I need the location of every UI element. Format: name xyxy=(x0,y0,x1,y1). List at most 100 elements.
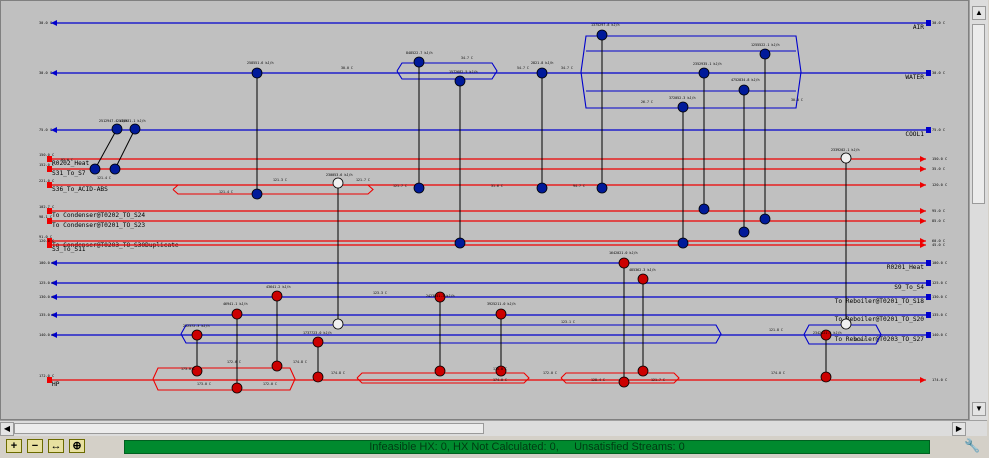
stream-temp-left-s31: 152.0 C xyxy=(39,163,54,167)
hx-node-hx19-0[interactable] xyxy=(820,329,832,341)
temp-label-28: 172.0 C xyxy=(263,382,277,386)
hx-node-hx04-0[interactable] xyxy=(413,56,425,68)
hx-node-hx21-0[interactable] xyxy=(231,308,243,320)
stream-temp-right-cond3: 60.0 C xyxy=(932,239,945,243)
hx-link-hx02 xyxy=(114,128,136,170)
hx-node-hx15-0[interactable] xyxy=(271,290,283,302)
split-hp-3 xyxy=(560,372,680,384)
hx-node-hx03-0[interactable] xyxy=(251,67,263,79)
horizontal-scrollbar[interactable]: ◀ ▶ xyxy=(0,420,987,437)
hx-node-hx06-1[interactable] xyxy=(536,182,548,194)
temp-label-16: 173.0 C xyxy=(181,367,195,371)
hx-node-hx14-1[interactable] xyxy=(637,365,649,377)
hx-node-hx08-0[interactable] xyxy=(759,48,771,60)
hx-node-hx12-1[interactable] xyxy=(840,318,852,330)
hx-node-hx18-0[interactable] xyxy=(312,336,324,348)
stream-arrow-air xyxy=(51,20,57,26)
hx-node-hx02-0[interactable] xyxy=(109,163,121,175)
stream-label-air: AIR xyxy=(913,24,924,31)
stream-label-cond2: To Condenser@T0201_TO_S23 xyxy=(52,222,145,229)
horizontal-scroll-thumb[interactable] xyxy=(14,423,484,434)
stream-temp-left-s36: 221.0 C xyxy=(39,179,54,183)
stream-temp-left-r0202: 150.0 C xyxy=(39,153,54,157)
temp-label-8: 30.0 C xyxy=(341,66,353,70)
hx-node-hx17-1[interactable] xyxy=(495,365,507,377)
split-hp-1 xyxy=(152,367,296,391)
zoom-in-button[interactable]: + xyxy=(6,439,22,453)
scroll-right-arrow-icon[interactable]: ▶ xyxy=(952,422,966,436)
scroll-down-arrow-icon[interactable]: ▼ xyxy=(972,402,986,416)
hx-node-hx05-0[interactable] xyxy=(454,75,466,87)
hx-node-hx14-0[interactable] xyxy=(637,273,649,285)
stream-arrow-s3 xyxy=(920,242,926,248)
hx-node-hx11-0[interactable] xyxy=(677,101,689,113)
stream-arrow-s31 xyxy=(920,166,926,172)
stream-arrow-cool xyxy=(51,127,57,133)
hx-node-hx11-1[interactable] xyxy=(677,237,689,249)
hx-node-hx20-0[interactable] xyxy=(191,329,203,341)
zoom-out-button[interactable]: − xyxy=(27,439,43,453)
hx-node-hx17-0[interactable] xyxy=(495,308,507,320)
temp-label-4: 121.7 C xyxy=(356,178,370,182)
hx-node-hx22-0[interactable] xyxy=(332,177,344,189)
stream-temp-left-cond3: 91.0 C xyxy=(39,235,52,239)
temp-label-25: 121.8 C xyxy=(769,328,783,332)
hx-node-hx02-1[interactable] xyxy=(129,123,141,135)
vertical-scroll-thumb[interactable] xyxy=(972,24,985,204)
stream-temp-left-cond2: 98.1 C xyxy=(39,215,52,219)
stream-temp-right-cond1: 95.0 C xyxy=(932,209,945,213)
hx-duty-hx13: 1642021.0 kJ/h xyxy=(609,251,638,255)
hx-node-hx16-1[interactable] xyxy=(434,365,446,377)
hx-node-hx04-1[interactable] xyxy=(413,182,425,194)
stream-label-s36: S36_To_ACID-ABS xyxy=(52,186,108,193)
stream-end-air xyxy=(926,20,931,26)
reset-view-button[interactable]: ⊕ xyxy=(69,439,85,453)
hx-node-hx10-1[interactable] xyxy=(738,226,750,238)
hx-node-hx15-1[interactable] xyxy=(271,360,283,372)
stream-temp-left-reb3: 140.0 C xyxy=(39,333,54,337)
hx-node-hx22-1[interactable] xyxy=(332,318,344,330)
hx-node-hx20-1[interactable] xyxy=(191,365,203,377)
hx-node-hx18-1[interactable] xyxy=(312,371,324,383)
stream-temp-right-s9: 125.0 C xyxy=(932,281,947,285)
hx-node-hx13-0[interactable] xyxy=(618,257,630,269)
stream-end-s3 xyxy=(47,242,52,248)
wrench-icon[interactable]: 🔧 xyxy=(964,438,981,453)
temp-label-12: 26.7 C xyxy=(641,100,653,104)
hx-node-hx19-1[interactable] xyxy=(820,371,832,383)
stream-label-s31: S31_To_S7 xyxy=(52,170,86,177)
hx-node-hx09-0[interactable] xyxy=(698,67,710,79)
scroll-up-arrow-icon[interactable]: ▲ xyxy=(972,6,986,20)
stream-temp-left-reb2: 135.0 C xyxy=(39,313,54,317)
hx-node-hx12-0[interactable] xyxy=(840,152,852,164)
hx-node-hx06-0[interactable] xyxy=(536,67,548,79)
hx-duty-hx15: 43641.2 kJ/h xyxy=(266,285,291,289)
hx-node-hx07-1[interactable] xyxy=(596,182,608,194)
stream-temp-left-water: 30.0 C xyxy=(39,71,52,75)
scroll-left-arrow-icon[interactable]: ◀ xyxy=(0,422,14,436)
hx-node-hx07-0[interactable] xyxy=(596,29,608,41)
hx-duty-hx17: 3925211.0 kJ/h xyxy=(487,302,516,306)
split-hp-2 xyxy=(356,372,530,384)
hx-node-hx10-0[interactable] xyxy=(738,84,750,96)
fit-width-button[interactable]: ↔ xyxy=(48,439,64,453)
hx-node-hx13-1[interactable] xyxy=(618,376,630,388)
hx-node-hx21-1[interactable] xyxy=(231,382,243,394)
hx-node-hx08-1[interactable] xyxy=(759,213,771,225)
hx-node-hx16-0[interactable] xyxy=(434,291,446,303)
hx-node-hx09-1[interactable] xyxy=(698,203,710,215)
hx-node-hx05-1[interactable] xyxy=(454,237,466,249)
hx-duty-hx16: 2423841.3 kJ/h xyxy=(426,294,455,298)
hx-node-hx01-0[interactable] xyxy=(89,163,101,175)
hx-node-hx03-1[interactable] xyxy=(251,188,263,200)
stream-end-r0201 xyxy=(926,260,931,266)
temp-label-1: 121.4 C xyxy=(97,176,111,180)
vertical-scrollbar[interactable]: ▲ ▼ xyxy=(969,0,988,420)
stream-temp-right-cool: 75.0 C xyxy=(932,128,945,132)
temp-label-17: 172.6 C xyxy=(227,360,241,364)
split-reb3 xyxy=(180,324,722,344)
temp-label-7: 94.7 C xyxy=(573,184,585,188)
hx-node-hx01-1[interactable] xyxy=(111,123,123,135)
stream-end-s36 xyxy=(47,182,52,188)
